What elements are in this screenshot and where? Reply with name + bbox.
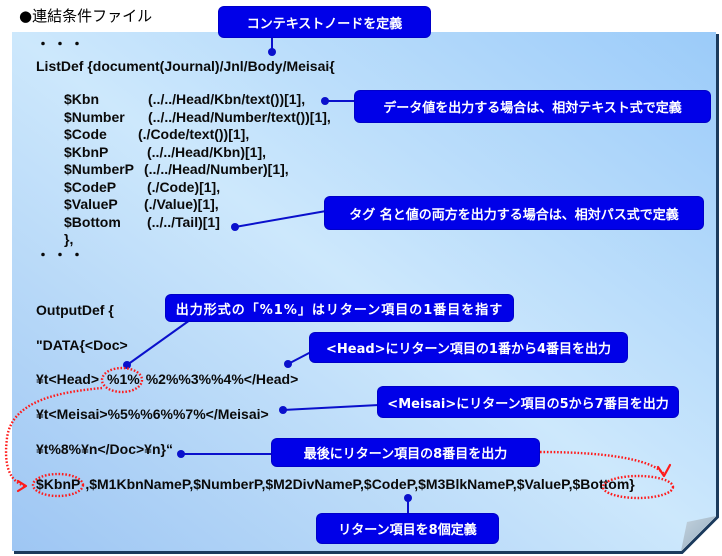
callout-relative-path-expr: タグ 名と値の両方を出力する場合は、相対パス式で定義 — [325, 197, 703, 229]
folded-corner — [681, 516, 716, 551]
tail-line: ¥t%8%¥n</Doc>¥n}“ — [36, 441, 173, 457]
variable-name: $Code — [64, 126, 107, 142]
variable-path: (../../Head/Number)[1], — [144, 161, 289, 177]
ellipsis-top: ・・・ — [36, 37, 87, 53]
callout-head-items: <Head>にリターン項目の1番から4番目を出力 — [310, 333, 627, 362]
return-item-first: $KbnP — [36, 476, 81, 492]
variable-path: (../../Tail)[1] — [147, 213, 220, 230]
variable-name: $KbnP — [64, 143, 109, 160]
variable-path: (./Code/text())[1], — [138, 126, 250, 142]
outputdef-line: OutputDef { — [36, 302, 114, 318]
variable-path: (../../Head/Kbn/text())[1], — [148, 91, 306, 107]
panel-shadow-border — [14, 34, 719, 554]
callout-eight-return-items: リターン項目を8個定義 — [317, 514, 498, 543]
callout-context-node: コンテキストノードを定義 — [219, 7, 430, 37]
ellipsis-bottom: ・・・ — [36, 248, 87, 264]
head-line: ¥t<Head> %1% %2%%3%%4%</Head> — [36, 371, 298, 388]
return-items-end: } — [629, 476, 635, 492]
variable-name: $CodeP — [64, 178, 117, 195]
data-doc-line: "DATA{<Doc> — [36, 337, 128, 353]
variable-row: $CodeP (./Code)[1], — [64, 179, 220, 197]
variable-name: $ValueP — [64, 196, 118, 212]
variable-path: (../../Head/Number/text())[1], — [148, 108, 331, 125]
callout-last-item: 最後にリターン項目の8番目を出力 — [272, 439, 539, 466]
callout-relative-text-expr: データ値を出力する場合は、相対テキスト式で定義 — [355, 91, 710, 122]
variable-row: $ValueP (./Value)[1], — [64, 196, 219, 214]
listdef-close: }, — [64, 231, 74, 247]
return-item-last: $Bottom — [572, 476, 630, 492]
callout-pct1-meaning: 出力形式の「%1%」はリターン項目の1番目を指す — [166, 295, 513, 321]
variable-row: $Code (./Code/text())[1], — [64, 126, 249, 144]
meisai-line: ¥t<Meisai>%5%%6%%7%</Meisai> — [36, 406, 269, 422]
variable-row: $NumberP (../../Head/Number)[1], — [64, 161, 289, 179]
variable-row: $Kbn (../../Head/Kbn/text())[1], — [64, 91, 305, 109]
listdef-line: ListDef {document(Journal)/Jnl/Body/Meis… — [36, 58, 335, 74]
variable-row: $Number (../../Head/Number/text())[1], — [64, 109, 331, 127]
variable-row: $Bottom (../../Tail)[1] — [64, 214, 220, 232]
variable-path: (./Code)[1], — [147, 178, 221, 195]
variable-name: $Number — [64, 108, 125, 125]
variable-name: $Bottom — [64, 213, 121, 230]
variable-row: $KbnP (../../Head/Kbn)[1], — [64, 144, 266, 162]
callout-meisai-items: <Meisai>にリターン項目の5から7番目を出力 — [378, 387, 678, 417]
variable-path: (./Value)[1], — [144, 196, 219, 212]
head-line-highlight: %1% — [107, 371, 140, 387]
variable-name: $Kbn — [64, 91, 99, 107]
head-line-prefix: ¥t<Head> — [36, 371, 100, 387]
panel-background — [12, 32, 716, 551]
return-items-line: $KbnP,$M1KbnNameP,$NumberP,$M2DivNameP,$… — [36, 476, 635, 493]
variable-path: (../../Head/Kbn)[1], — [147, 143, 266, 160]
page-title: ●連結条件ファイル — [19, 7, 153, 25]
head-line-rest: %2%%3%%4%</Head> — [145, 371, 299, 387]
listdef-variables: $Kbn (../../Head/Kbn/text())[1], $Number… — [64, 91, 331, 249]
return-items-middle: ,$M1KbnNameP,$NumberP,$M2DivNameP,$CodeP… — [85, 476, 573, 492]
variable-name: $NumberP — [64, 161, 135, 177]
